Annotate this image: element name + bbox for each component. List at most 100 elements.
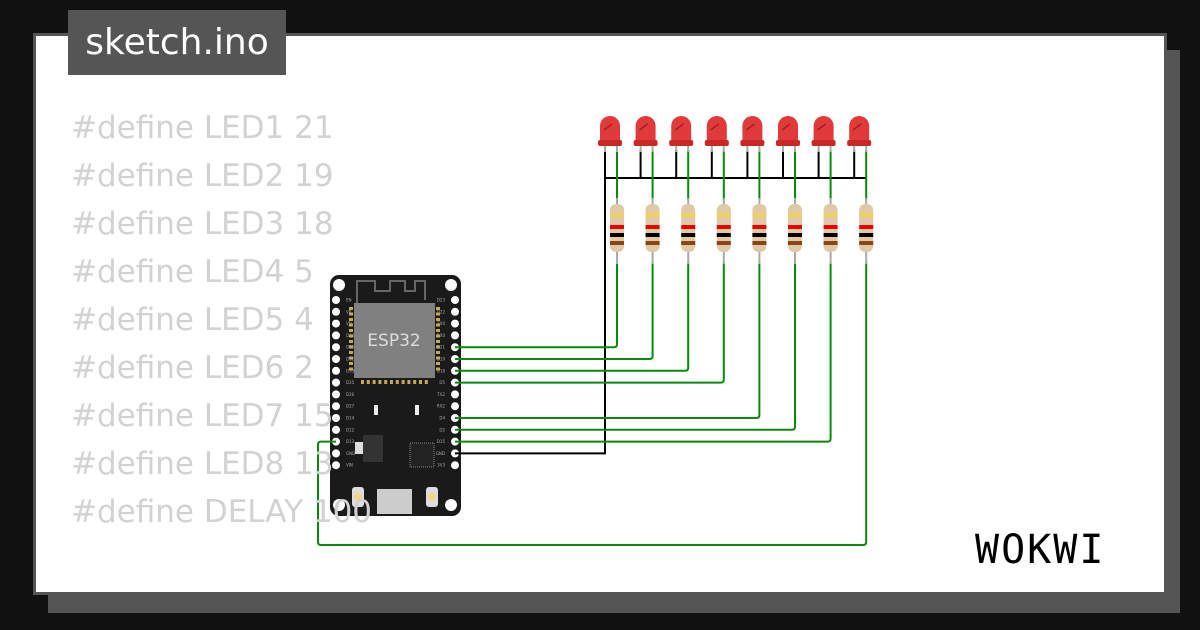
pin-D26: [332, 390, 340, 399]
resistor-band: [823, 213, 838, 217]
resistor-band: [752, 213, 767, 217]
mount-hole: [333, 499, 345, 511]
signal-wire-D15: [455, 262, 832, 443]
esp32-chip: [354, 303, 435, 378]
pin-label: D34: [346, 333, 355, 338]
led-8: [849, 116, 870, 145]
antenna-trace: [356, 280, 426, 303]
chip-pad: [436, 351, 440, 354]
code-line: #define LED7 15: [71, 398, 334, 434]
resistor-band: [716, 241, 731, 245]
chip-pad: [424, 380, 428, 384]
chip-pad: [349, 356, 353, 360]
pin-label: D25: [346, 380, 355, 385]
code-line: #define DELAY 100: [71, 494, 373, 530]
chip-pad: [436, 312, 440, 316]
resistor-band: [610, 233, 624, 237]
signal-wire-D2: [455, 262, 796, 431]
led-rim: [776, 140, 800, 146]
led-3: [671, 116, 692, 145]
pin-label: D21: [437, 345, 446, 350]
chip-pad: [436, 367, 440, 371]
pin-label: D13: [346, 439, 355, 444]
led-rim: [598, 140, 622, 146]
code-line: #define LED5 4: [71, 302, 314, 338]
led-anvil: [781, 123, 791, 131]
pin-label: D19: [437, 357, 446, 362]
chip-pad: [436, 307, 440, 310]
regulator-tab: [355, 442, 363, 454]
pin-label: D33: [346, 368, 355, 373]
pin-label: TX0: [436, 321, 445, 326]
code-line: #define LED4 5: [71, 254, 314, 290]
code-line: #define LED2 19: [71, 158, 334, 194]
led-6: [778, 116, 798, 145]
pin-label: D23: [437, 298, 446, 303]
led-anvil: [674, 123, 684, 131]
chip-pad: [349, 307, 353, 310]
resistor-band: [610, 225, 624, 229]
pin-label: GND: [436, 451, 445, 456]
pin-D12: [332, 425, 340, 434]
chip-pad: [401, 380, 405, 384]
wokwi-logo: WOKWI: [975, 527, 1106, 573]
mount-hole: [333, 279, 345, 291]
resistor-band: [788, 233, 802, 237]
led-anvil: [603, 123, 613, 131]
button-cap: [428, 493, 436, 501]
chip-pad: [349, 323, 353, 327]
code-preview: #define LED1 21#define LED2 19#define LE…: [71, 104, 372, 536]
mount-hole: [445, 279, 457, 291]
signal-wire-D19: [455, 262, 654, 360]
resistor-band: [716, 233, 731, 237]
pin-3V3: [451, 461, 459, 470]
led-anvil: [817, 123, 827, 131]
pin-D33: [332, 366, 340, 375]
button-cap: [354, 493, 362, 501]
resistor-band: [610, 241, 624, 245]
signal-wire-D13: [317, 262, 868, 546]
pin-label: D32: [346, 357, 355, 362]
chip-pad: [436, 323, 440, 327]
resistor-band: [645, 233, 660, 237]
resistor-band: [823, 225, 838, 229]
file-tab[interactable]: sketch.ino: [68, 10, 286, 75]
led-rim: [811, 140, 836, 146]
chip-pad: [384, 380, 388, 384]
pin-label: D26: [346, 392, 355, 397]
signal-wire-D21: [455, 262, 618, 349]
resistor-band: [716, 213, 731, 217]
chip-pad: [349, 318, 353, 321]
chip-pad: [349, 312, 353, 316]
pin-D27: [332, 402, 340, 411]
pin-VN: [332, 319, 340, 328]
led-2: [635, 116, 656, 145]
resistor-band: [859, 225, 874, 229]
resistor-band: [681, 241, 696, 245]
pin-label: D18: [437, 368, 446, 373]
pin-label: TX2: [436, 392, 445, 397]
chip-pad: [436, 356, 440, 360]
resistor-band: [823, 233, 838, 237]
resistor-band: [645, 213, 660, 217]
chip-pad: [349, 334, 353, 338]
smd-led: [415, 405, 419, 415]
resistor-band: [610, 213, 624, 217]
resistor-band: [752, 233, 767, 237]
pin-label: D22: [437, 309, 446, 314]
pin-label: GND: [346, 451, 355, 456]
chip-pad: [349, 340, 353, 343]
chip-pad: [413, 380, 417, 384]
pin-RX2: [451, 402, 459, 411]
led-rim: [633, 140, 658, 146]
pin-label: D12: [346, 427, 355, 432]
pin-label: D35: [346, 345, 355, 350]
resistor-band: [681, 225, 696, 229]
led-anvil: [639, 123, 649, 131]
resistor-band: [716, 225, 731, 229]
regulator: [363, 435, 383, 462]
led-5: [742, 116, 763, 145]
code-line: #define LED3 18: [71, 206, 334, 242]
pin-EN: [332, 296, 340, 304]
